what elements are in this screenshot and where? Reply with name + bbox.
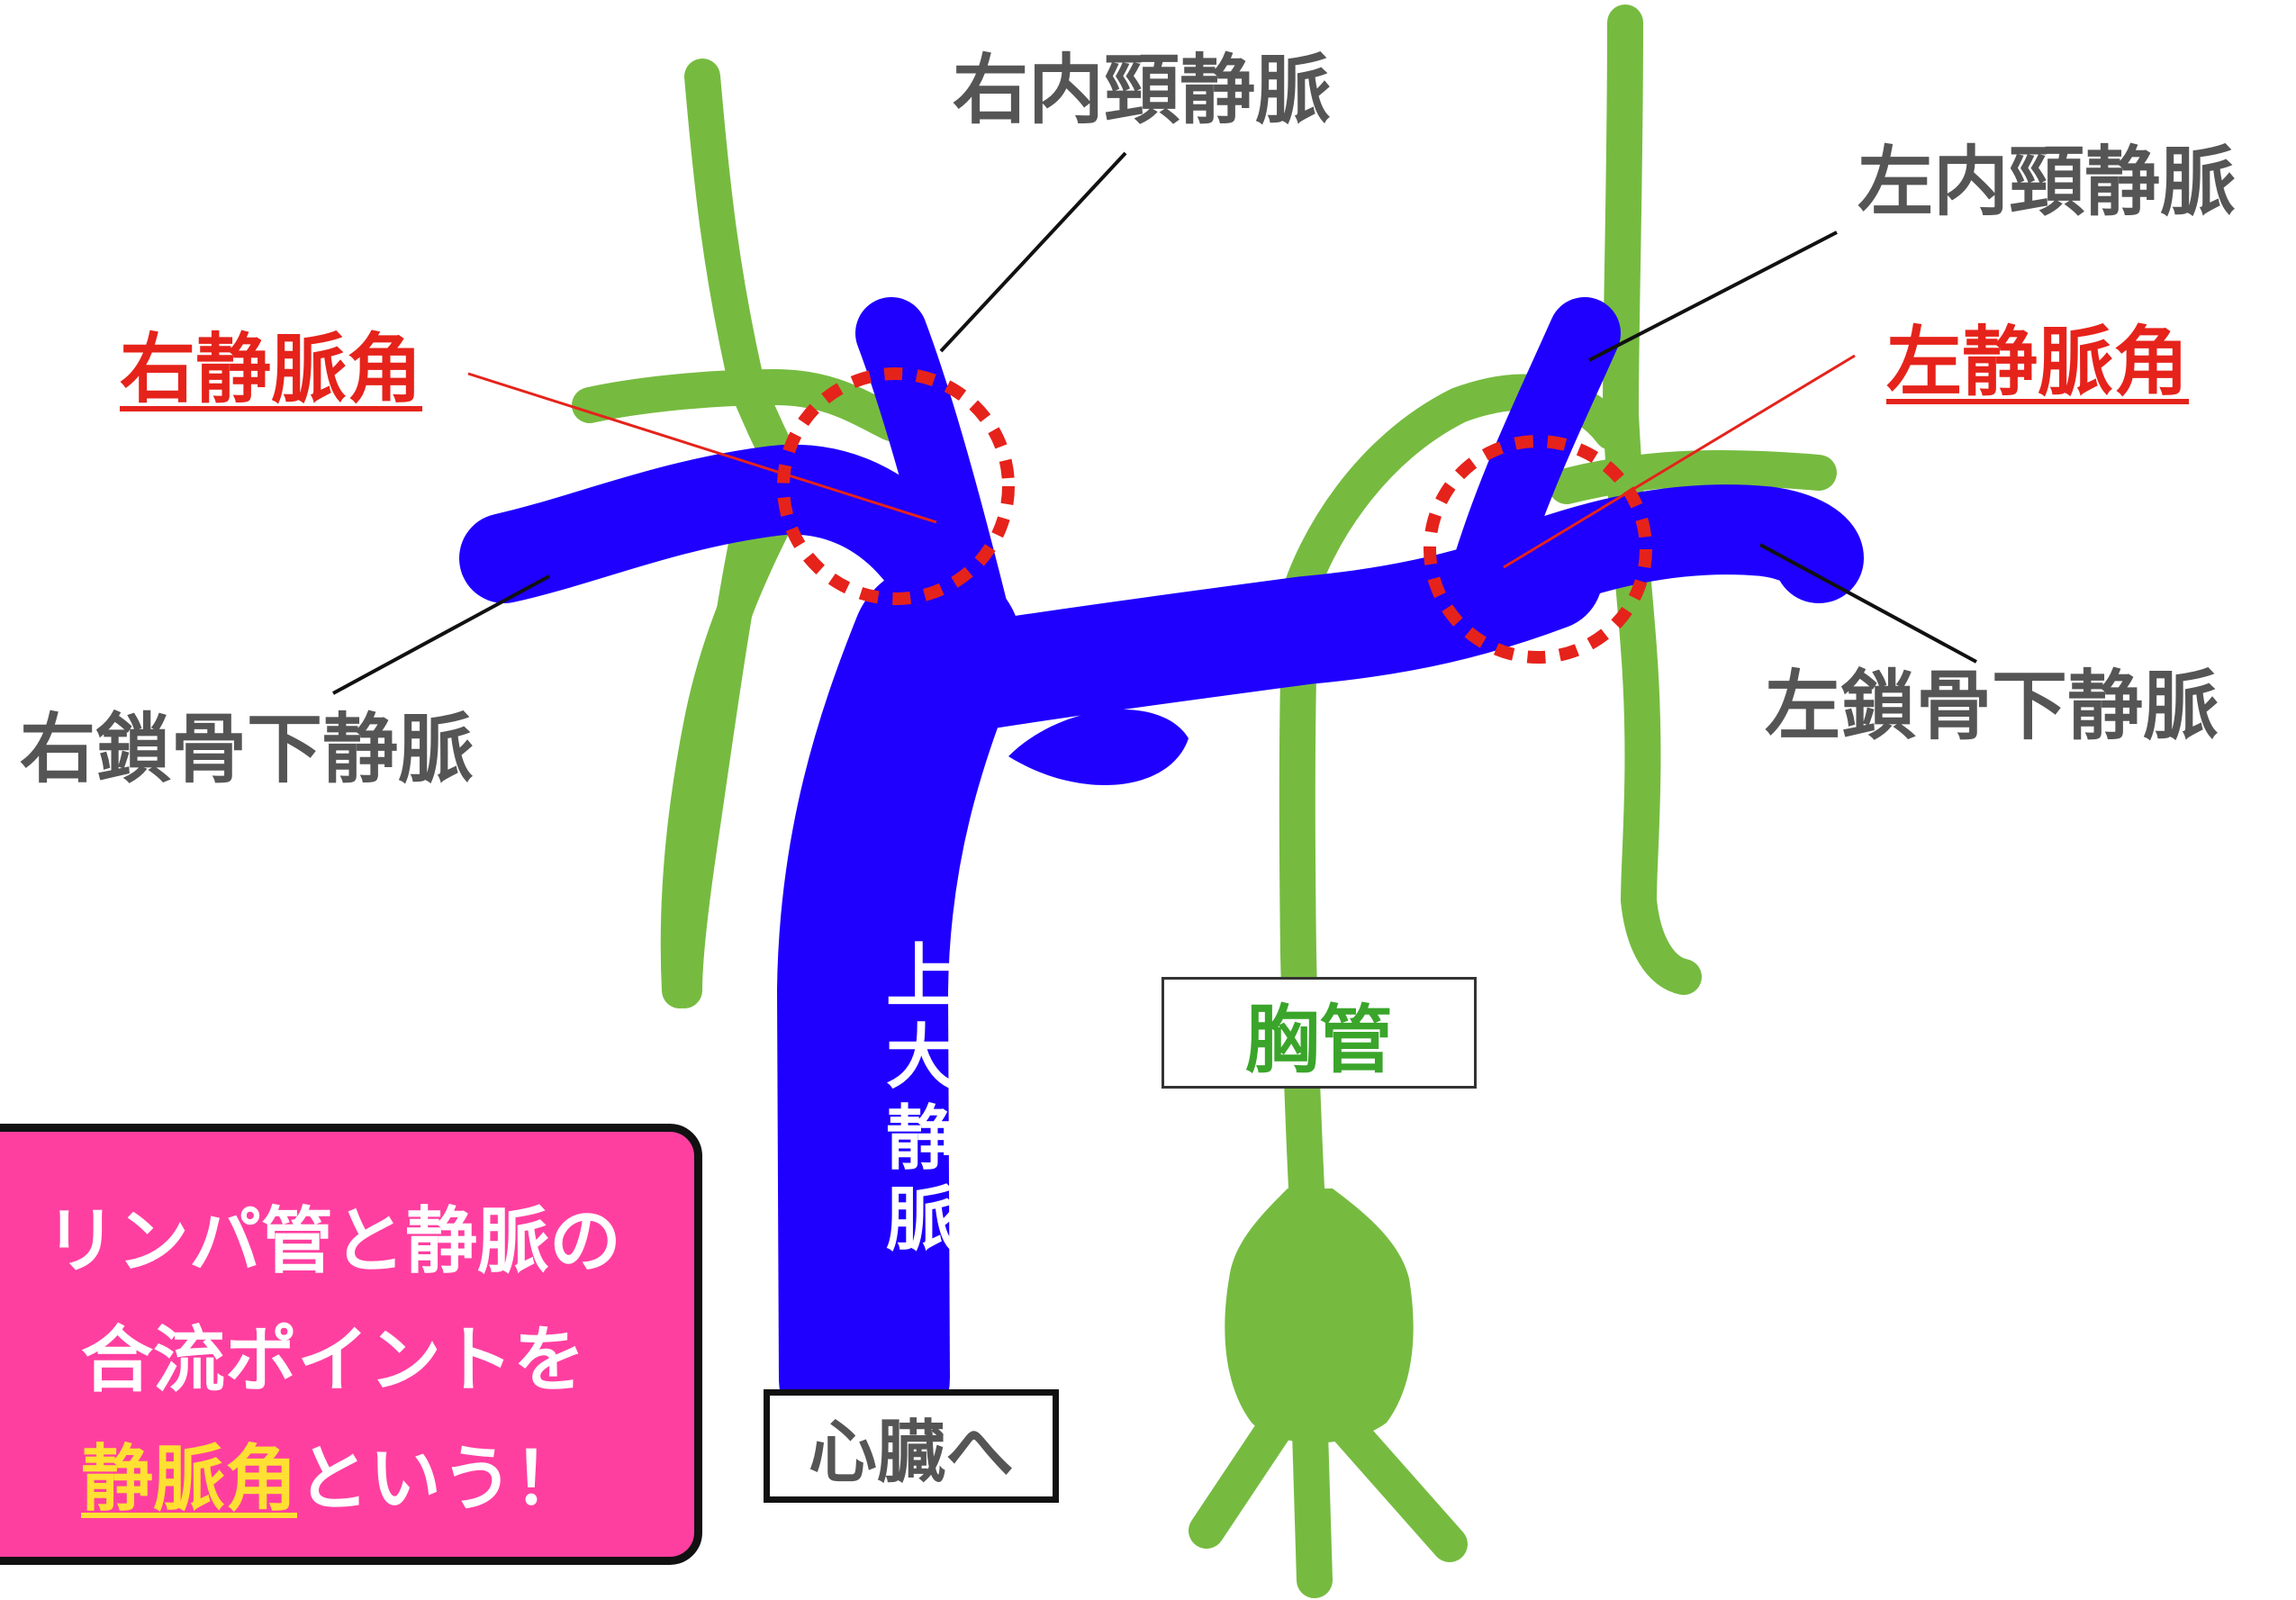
right-lymph-lower-branch <box>666 522 765 1008</box>
left-internal-jugular-vein <box>1450 297 1621 612</box>
thoracic-duct-leg-right <box>1328 1409 1468 1562</box>
lymphatic-vessels <box>572 5 1837 1598</box>
callout-box: リンパ管と静脈の 合流ポイントを 静脈角という！ <box>0 1124 702 1565</box>
svc-char-4: 脈 <box>885 1180 956 1261</box>
label-right-internal-jugular: 右内頸静脈 <box>953 46 1332 134</box>
leader-left-venous-angle <box>1503 354 1856 569</box>
callout-line-3-rest: という！ <box>297 1437 585 1521</box>
leader-right-subclavian <box>332 574 550 695</box>
leader-lines <box>332 151 1977 695</box>
label-superior-vena-cava: 上 大 静 脈 <box>881 936 962 1261</box>
label-left-internal-jugular: 左内頸静脈 <box>1858 138 2237 226</box>
label-right-venous-angle: 右静脈角 <box>120 325 423 413</box>
leader-right-venous-angle <box>467 372 937 524</box>
thoracic-duct-leg-left <box>1189 1405 1297 1549</box>
svc-char-1: 上 <box>885 936 956 1017</box>
label-left-venous-angle: 左静脈角 <box>1886 318 2190 406</box>
leader-left-subclavian <box>1759 543 1977 664</box>
brachiocephalic-bulge <box>1008 709 1189 786</box>
thoracic-duct-leg-mid <box>1292 1414 1333 1598</box>
right-lymph-horizontal <box>572 369 909 441</box>
label-right-subclavian: 右鎖骨下静脈 <box>20 705 475 793</box>
callout-line-3: 静脈角という！ <box>0 1420 694 1539</box>
left-lymph-horizontal <box>1549 450 1837 504</box>
cisterna-chyli <box>1225 1189 1414 1443</box>
right-subclavian-vein <box>459 444 981 621</box>
callout-line-1: リンパ管と静脈の <box>45 1199 621 1283</box>
thoracic-duct-line <box>1279 576 1325 1225</box>
leader-left-internal-jugular <box>1588 231 1838 362</box>
left-lymph-vertical <box>1603 5 1702 995</box>
left-venous-angle-marker <box>1424 435 1652 664</box>
callout-highlight: 静脈角 <box>81 1437 297 1521</box>
veins <box>459 297 1864 1463</box>
label-to-heart: 心臓へ <box>764 1389 1059 1503</box>
label-thoracic-duct: 胸管 <box>1162 977 1477 1089</box>
callout-line-2: 合流ポイントを <box>81 1318 585 1402</box>
svc-char-2: 大 <box>885 1017 956 1098</box>
leader-right-internal-jugular <box>939 151 1127 353</box>
right-lymph-vertical <box>684 59 855 523</box>
left-subclavian-vein <box>1441 484 1864 630</box>
angle-leader-lines <box>467 354 1856 569</box>
superior-vena-cava <box>777 563 1022 1463</box>
right-venous-angle-marker <box>777 367 1015 605</box>
label-left-subclavian: 左鎖骨下静脈 <box>1765 662 2219 750</box>
svc-char-3: 静 <box>885 1098 956 1180</box>
